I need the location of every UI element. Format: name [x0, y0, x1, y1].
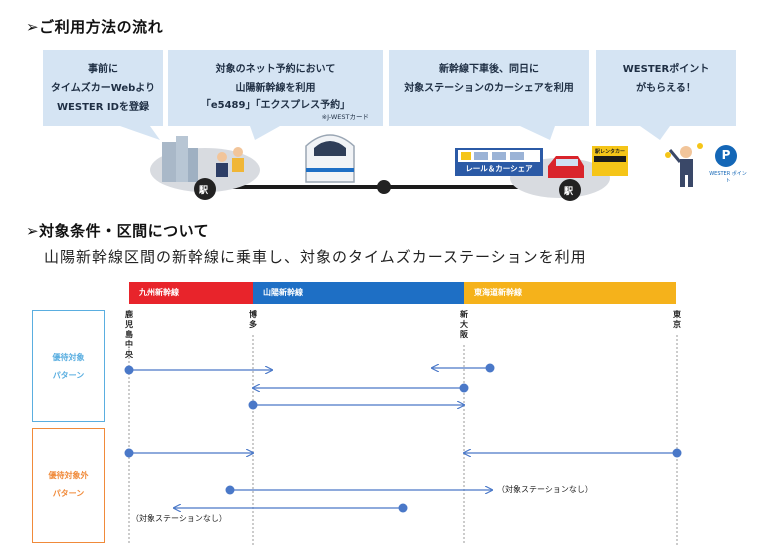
wester-logo-letter: P [721, 148, 731, 162]
triangle-bullet-icon: ➢ [26, 222, 40, 240]
tokaido-line-bar: 東海道新幹線 [464, 282, 676, 304]
step2-note: ※J-WESTカード [321, 113, 369, 121]
travelers-icon [216, 147, 244, 177]
conditions-subtitle: 山陽新幹線区間の新幹線に乗車し、対象のタイムズカーステーションを利用 [44, 248, 587, 266]
station-shin-osaka: 新大阪 [460, 310, 468, 339]
wester-point-logo-icon [715, 145, 737, 167]
route-arrow-kagoshima-to-hakata [124, 448, 254, 458]
route-arrow-tokyo-to-shin-osaka [464, 448, 682, 458]
times-sign-label: 駅レンタカー [594, 149, 625, 155]
shinkansen-train-icon [305, 134, 355, 183]
step2-line2: 山陽新幹線を利用 [235, 83, 316, 94]
step4-tail [640, 126, 670, 140]
station-tokyo: 東京 [673, 310, 681, 329]
times-car-sign [592, 146, 628, 176]
step3-line1: 新幹線下車後、同日に [439, 64, 539, 75]
eligible-pattern-box: 優待対象 パターン [32, 310, 105, 422]
step2-line3: 「e5489」「エクスプレス予約」 [200, 100, 351, 111]
route-arrow-kagoshima-to-beyond-hakata [124, 365, 273, 375]
ineligible-pattern-box: 優待対象外 パターン [32, 428, 105, 543]
station-left-marker [194, 178, 216, 200]
no-station-note-west: （対象ステーションなし） [131, 514, 227, 523]
no-station-note-east: （対象ステーションなし） [497, 485, 593, 494]
eligible-pattern-line2: パターン [52, 371, 85, 380]
step2-line1: 対象のネット予約において [215, 64, 336, 75]
station-right-label: 駅 [564, 187, 574, 197]
step1-line2: タイムズカーWebより [50, 83, 156, 94]
station-hakata: 博多 [249, 310, 257, 329]
ineligible-pattern-line2: パターン [52, 489, 85, 498]
ineligible-pattern-line1: 優待対象外 [48, 471, 89, 480]
step1-line3: WESTER IDを登録 [57, 102, 149, 113]
step3-line2: 対象ステーションのカーシェアを利用 [404, 83, 574, 94]
flow-heading-text: ご利用方法の流れ [39, 18, 164, 36]
route-arrow-east-of-shin-osaka-inbound [432, 363, 495, 373]
conditions-heading: ➢対象条件・区間について [26, 220, 209, 241]
step4-callout: WESTERポイント がもらえる！ [596, 50, 736, 126]
route-arrow-shin-osaka-to-hakata [253, 383, 469, 393]
red-car-icon [548, 156, 584, 178]
step1-tail [120, 126, 160, 140]
happy-person-icon [665, 143, 703, 187]
route-arrow-no-station-east [225, 485, 493, 495]
station-right-marker [559, 179, 581, 201]
track-midpoint [377, 180, 391, 194]
step1-callout: 事前に タイムズカーWebより WESTER IDを登録 [43, 50, 163, 126]
eligible-pattern-line1: 優待対象 [52, 353, 85, 362]
step4-line1: WESTERポイント [622, 64, 710, 75]
route-arrow-no-station-west [174, 503, 408, 513]
rail-carshare-sign [455, 148, 543, 176]
step2-tail [250, 126, 280, 140]
station-guide-lines [128, 335, 678, 545]
station-left-label: 駅 [199, 186, 209, 196]
step1-line1: 事前に [88, 64, 118, 75]
triangle-bullet-icon: ➢ [26, 18, 40, 36]
route-arrow-hakata-to-shin-osaka [248, 400, 465, 410]
step3-callout: 新幹線下車後、同日に 対象ステーションのカーシェアを利用 [389, 50, 589, 126]
flow-heading: ➢ご利用方法の流れ [26, 16, 163, 37]
step4-line2: がもらえる！ [636, 83, 696, 94]
step2-callout: 対象のネット予約において 山陽新幹線を利用 「e5489」「エクスプレス予約」 … [168, 50, 383, 126]
city-buildings-icon [162, 136, 198, 182]
step3-tail [520, 126, 555, 140]
conditions-heading-text: 対象条件・区間について [39, 222, 210, 240]
sanyo-line-bar: 山陽新幹線 [253, 282, 464, 304]
rail-carshare-label: レール＆カーシェア [465, 164, 533, 173]
kyushu-line-bar: 九州新幹線 [129, 282, 253, 304]
wester-logo-caption: WESTER ポイント [709, 171, 747, 184]
